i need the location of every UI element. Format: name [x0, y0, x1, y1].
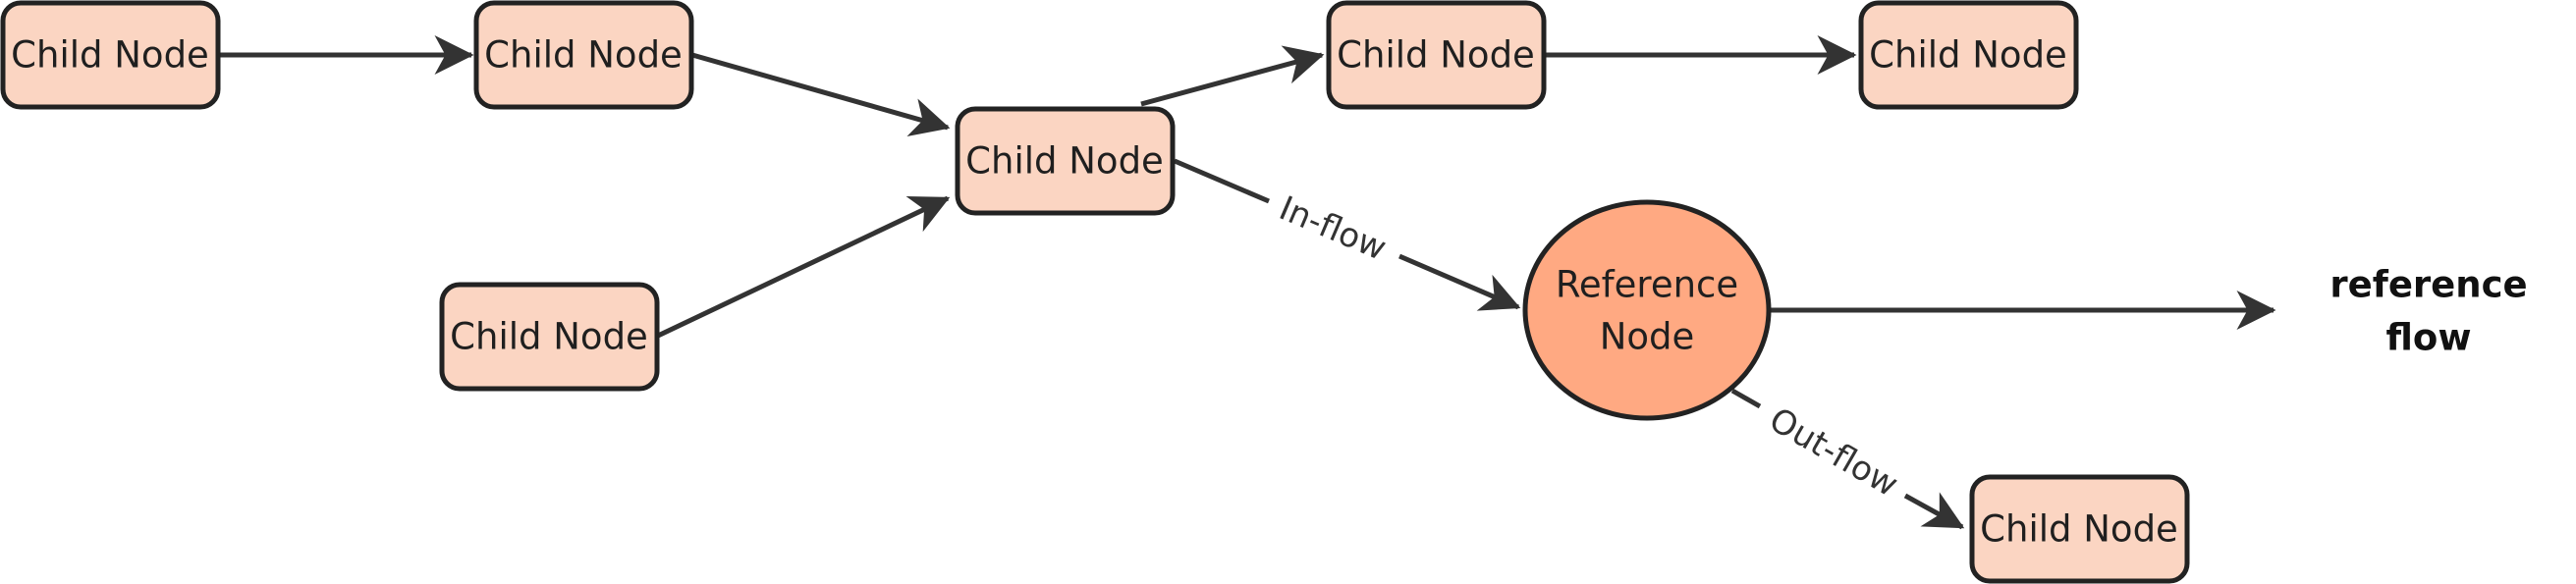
child-node-3[interactable]: Child Node: [439, 282, 660, 392]
child-node-5[interactable]: Child Node: [1858, 0, 2079, 110]
reference-node[interactable]: Reference Node: [1522, 199, 1772, 421]
edge-out-flow-end: [1903, 492, 1965, 530]
in-flow-label: In-flow: [1274, 188, 1392, 268]
child-node-2[interactable]: Child Node: [473, 0, 694, 110]
child-node-4[interactable]: Child Node: [1326, 0, 1547, 110]
child-node-4-label: Child Node: [1337, 34, 1535, 77]
child-node-1-label: Child Node: [11, 34, 209, 77]
edge-hub-to-child4: [1140, 45, 1325, 107]
edge-child2-to-hub: [691, 52, 951, 136]
edge-out-flow-start: [1730, 388, 1762, 409]
child-node-1[interactable]: Child Node: [0, 0, 221, 110]
child-node-3-label: Child Node: [450, 316, 648, 358]
child-node-out[interactable]: Child Node: [1969, 474, 2190, 584]
edge-in-flow-start: [1174, 158, 1270, 204]
edges: [218, 35, 2276, 530]
reference-node-label-line1: Reference: [1556, 264, 1738, 306]
child-node-5-label: Child Node: [1869, 34, 2067, 77]
reference-node-label-line2: Node: [1600, 316, 1695, 358]
edge-in-flow-end: [1398, 253, 1521, 311]
child-node-2-label: Child Node: [484, 34, 683, 77]
child-node-hub-label: Child Node: [965, 140, 1164, 183]
reference-flow-label-line2: flow: [2385, 317, 2471, 359]
edge-child3-to-hub: [656, 195, 951, 339]
reference-flow-label: reference flow: [2329, 264, 2527, 359]
out-flow-label: Out-flow: [1763, 400, 1905, 505]
child-node-hub[interactable]: Child Node: [955, 106, 1176, 216]
child-node-out-label: Child Node: [1980, 508, 2178, 551]
reference-flow-label-line1: reference: [2329, 264, 2527, 306]
